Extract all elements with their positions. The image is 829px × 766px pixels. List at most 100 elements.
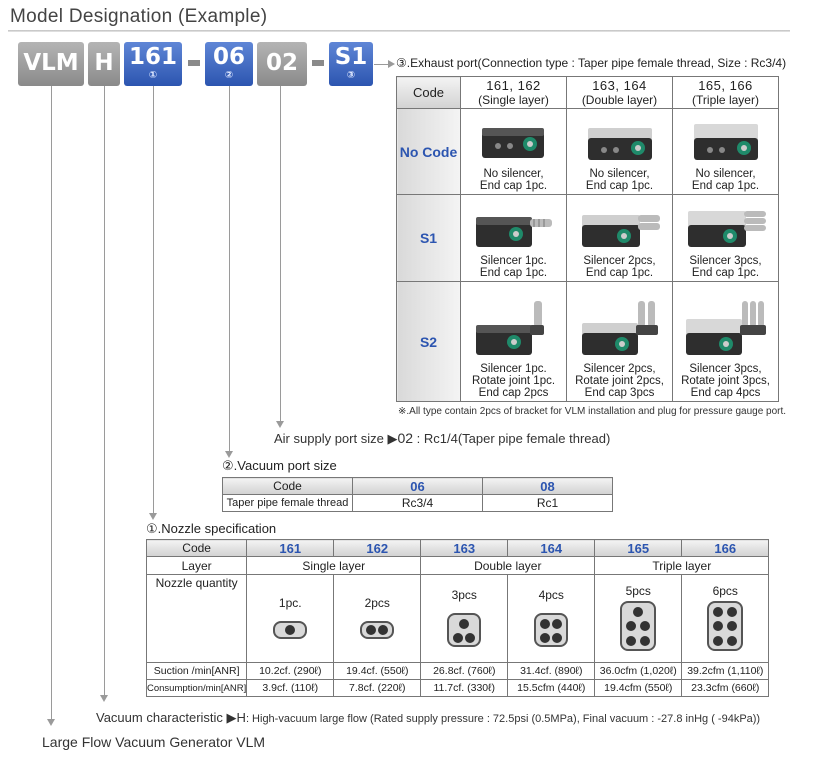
exhaust-cell-line: End cap 4pcs: [690, 387, 761, 399]
exhaust-cell-line: Silencer 1pc.: [480, 255, 547, 267]
nozzle-quantity-cell: 2pcs: [333, 574, 422, 663]
exhaust-cell-line: Silencer 3pcs,: [689, 255, 762, 267]
arrow-nozzle: [149, 513, 157, 520]
arrow-product: [47, 719, 55, 726]
code-exhaust-text: S1: [334, 44, 368, 70]
exhaust-cell: Silencer 1pc. Rotate joint 1pc. End cap …: [460, 281, 567, 402]
connector-exhaust: [374, 64, 390, 65]
nozzle-layer-label: Layer: [145, 556, 248, 575]
nozzle-consumption-value: 15.5cfm (440ℓ): [507, 679, 596, 697]
exhaust-cell-line: End cap 1pc.: [691, 267, 760, 279]
nozzle-code-label: Code: [145, 539, 248, 557]
vacuum-characteristic-code: H: [236, 710, 246, 725]
nozzle-suction-value: 26.8cf. (760ℓ): [420, 662, 509, 680]
exhaust-cell: No silencer, End cap 1pc.: [672, 108, 779, 195]
nozzle-consumption-row: Consumption/min[ANR] 3.9cf. (110ℓ) 7.8cf…: [145, 679, 770, 697]
exhaust-cell: No silencer, End cap 1pc.: [460, 108, 567, 195]
exhaust-cell-line: Rotate joint 3pcs,: [681, 375, 770, 387]
exhaust-cell: Silencer 1pc. End cap 1pc.: [460, 194, 567, 282]
code-h-text: H: [94, 50, 114, 76]
vacuum-port-header-code: Code: [222, 477, 353, 495]
code-vacuum-port: 06 ②: [205, 42, 253, 86]
code-h: H: [88, 42, 120, 86]
code-air-supply: 02: [257, 42, 307, 86]
exhaust-cell-line: End cap 1pc.: [585, 267, 654, 279]
nozzle-2-icon: [360, 620, 395, 639]
exhaust-cell: No silencer, End cap 1pc.: [566, 108, 673, 195]
air-supply-label: Air supply port size: [274, 431, 384, 446]
exhaust-cell-line: No silencer,: [695, 168, 756, 180]
nozzle-layer: Single layer: [246, 556, 422, 575]
exhaust-cell-line: Silencer 1pc.: [480, 363, 547, 375]
nozzle-code: 161: [246, 539, 335, 557]
nozzle-code: 162: [333, 539, 422, 557]
exhaust-row-code: No Code: [396, 108, 461, 195]
air-supply-value: : Rc1/4(Taper pipe female thread): [413, 431, 611, 446]
exhaust-header-row: Code 161, 162(Single layer) 163, 164(Dou…: [396, 76, 779, 109]
connector-nozzle: [153, 86, 154, 514]
exhaust-cell-line: Silencer 3pcs,: [689, 363, 762, 375]
air-supply-spec: Air supply port size ▶02 : Rc1/4(Taper p…: [274, 430, 610, 447]
nozzle-quantity-cell: 3pcs: [420, 574, 509, 663]
nozzle-code: 166: [681, 539, 770, 557]
nozzle-quantity: 2pcs: [364, 595, 390, 610]
nozzle-suction-value: 39.2cfm (1,110ℓ): [681, 662, 770, 680]
nozzle-quantity: 6pcs: [712, 583, 738, 598]
code-nozzle: 161 ①: [124, 42, 182, 86]
exhaust-table: Code 161, 162(Single layer) 163, 164(Dou…: [396, 76, 779, 402]
nozzle-consumption-value: 7.8cf. (220ℓ): [333, 679, 422, 697]
vacuum-characteristic-label: Vacuum characteristic: [96, 710, 223, 725]
nozzle-code: 164: [507, 539, 596, 557]
arrow-right-icon: ▶: [226, 710, 237, 725]
vacuum-port-row-value: Rc1: [482, 494, 613, 512]
nozzle-layer: Double layer: [420, 556, 596, 575]
nozzle-quantity-row: Nozzle quantity 1pc. 2pcs 3pcs 4pcs: [145, 574, 770, 663]
air-supply-code: 02: [397, 430, 414, 446]
vacuum-generator-silencer-3-image: [687, 211, 766, 247]
nozzle-layer-row: Layer Single layer Double layer Triple l…: [145, 556, 770, 575]
vacuum-characteristic-spec: Vacuum characteristic ▶H: High-vacuum la…: [96, 710, 760, 726]
exhaust-header-col: 161, 162(Single layer): [460, 76, 567, 109]
nozzle-suction-value: 19.4cf. (550ℓ): [333, 662, 422, 680]
nozzle-quantity-cell: 1pc.: [246, 574, 335, 663]
vacuum-generator-silencer-2-image: [581, 215, 660, 247]
nozzle-consumption-value: 19.4cfm (550ℓ): [594, 679, 683, 697]
nozzle-quantity: 5pcs: [625, 583, 651, 598]
nozzle-title: ①.Nozzle specification: [146, 521, 277, 536]
vacuum-generator-silencer-1-image: [475, 217, 552, 247]
vacuum-generator-triple-image: [693, 124, 758, 160]
exhaust-cell-line: End cap 1pc.: [479, 267, 548, 279]
vacuum-port-table: Code 06 08 Taper pipe female thread Rc3/…: [222, 477, 613, 512]
nozzle-quantity: 1pc.: [278, 595, 302, 610]
vacuum-generator-rotate-2-image: [581, 301, 658, 355]
exhaust-cell-line: Silencer 2pcs,: [583, 255, 656, 267]
connector-vacuum-port: [229, 86, 230, 452]
arrow-vacuum-characteristic: [100, 695, 108, 702]
nozzle-consumption-value: 23.3cfm (660ℓ): [681, 679, 770, 697]
nozzle-quantity-cell: 4pcs: [507, 574, 596, 663]
nozzle-consumption-value: 3.9cf. (110ℓ): [246, 679, 335, 697]
exhaust-header-col: 165, 166(Triple layer): [672, 76, 779, 109]
vacuum-port-header-08: 08: [482, 477, 613, 495]
code-dash-2: [312, 60, 324, 66]
vacuum-generator-rotate-3-image: [685, 301, 766, 355]
code-vlm: VLM: [18, 42, 84, 86]
product-name: Large Flow Vacuum Generator VLM: [42, 734, 266, 750]
nozzle-code-row: Code 161 162 163 164 165 166: [145, 539, 770, 557]
nozzle-5-icon: [620, 600, 657, 651]
nozzle-quantity-cell: 5pcs: [594, 574, 683, 663]
nozzle-6-icon: [707, 600, 744, 651]
nozzle-suction-value: 31.4cf. (890ℓ): [507, 662, 596, 680]
vacuum-generator-double-image: [587, 128, 652, 160]
arrow-air-supply: [276, 421, 284, 428]
exhaust-cell-line: End cap 1pc.: [479, 180, 548, 192]
vacuum-port-header-row: Code 06 08: [222, 477, 613, 495]
exhaust-row-code: S1: [396, 194, 461, 282]
exhaust-cell: Silencer 2pcs, End cap 1pc.: [566, 194, 673, 282]
exhaust-row-code: S2: [396, 281, 461, 402]
nozzle-suction-value: 10.2cf. (290ℓ): [246, 662, 335, 680]
exhaust-cell-line: End cap 1pc.: [691, 180, 760, 192]
nozzle-3-icon: [447, 612, 482, 647]
exhaust-title-detail: (Connection type : Taper pipe female thr…: [477, 56, 787, 70]
connector-vacuum-characteristic: [104, 86, 105, 696]
